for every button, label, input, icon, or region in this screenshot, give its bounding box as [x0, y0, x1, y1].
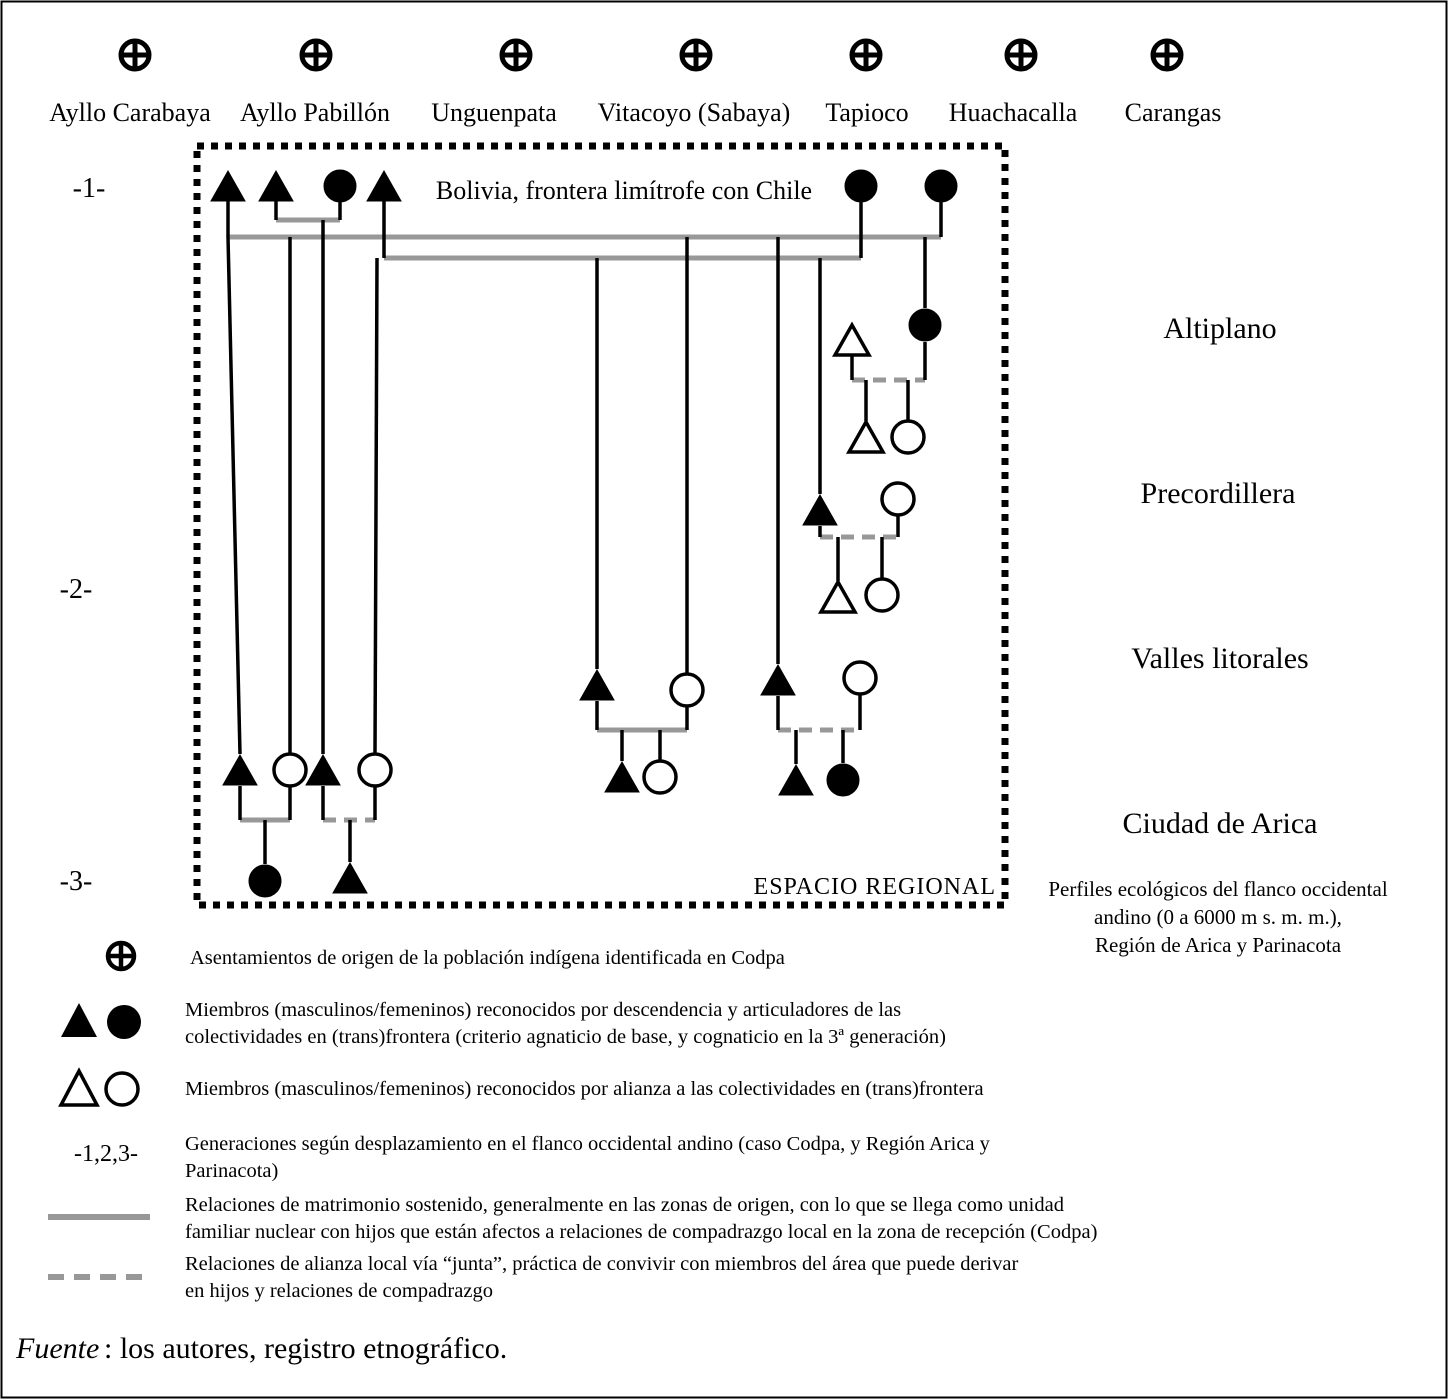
bolivia-caption: Bolivia, frontera limítrofe con Chile: [436, 176, 812, 205]
male-descent-symbol: [366, 169, 402, 202]
generation-label-2: -2-: [60, 574, 93, 605]
female-descent-symbol: [844, 169, 878, 203]
settlement-label: Carangas: [1125, 98, 1222, 127]
zone-label-valles-litorales: Valles litorales: [1131, 642, 1308, 675]
female-alliance-symbol: [890, 419, 926, 455]
female-alliance-symbol: [642, 759, 678, 795]
origin-settlement-icon: [299, 38, 333, 72]
fuente-label: Fuente: [15, 1332, 99, 1365]
legend-text: familiar nuclear con hijos que están afe…: [185, 1221, 1097, 1243]
settlement-label: Ayllo Carabaya: [49, 98, 211, 127]
female-descent-symbol: [826, 763, 860, 797]
settlement-label: Vitacoyo (Sabaya): [598, 98, 791, 127]
perfil-caption-line: Perfiles ecológicos del flanco occidenta…: [1048, 877, 1388, 901]
espacio-regional-label: ESPACIO REGIONAL: [754, 874, 996, 900]
perfil-caption-line: Región de Arica y Parinacota: [1095, 933, 1342, 957]
origin-settlement-icon: [1004, 38, 1038, 72]
legend-generation-mark: -1,2,3-: [74, 1141, 138, 1167]
origin-settlement-icon: [499, 38, 533, 72]
female-alliance-symbol: [357, 752, 393, 788]
male-descent-symbol: [305, 753, 341, 786]
legend-text: Miembros (masculinos/femeninos) reconoci…: [185, 999, 901, 1021]
legend-origin-icon: [105, 940, 137, 972]
settlement-label: Tapioco: [825, 98, 908, 127]
female-descent-symbol: [323, 169, 357, 203]
settlements-row: Ayllo Carabaya Ayllo Pabillón Unguenpata Vi…: [49, 38, 1222, 127]
female-alliance-symbol: [272, 752, 308, 788]
male-descent-symbol: [778, 763, 814, 796]
female-alliance-symbol: [864, 577, 900, 613]
female-alliance-symbol: [669, 672, 705, 708]
legend-male-alliance-icon: [58, 1067, 100, 1107]
legend-text: en hijos y relaciones de compadrazgo: [185, 1280, 493, 1302]
male-descent-symbol: [258, 169, 294, 202]
female-descent-symbol: [908, 308, 942, 342]
settlement-label: Ayllo Pabillón: [240, 98, 390, 127]
male-alliance-symbol: [845, 418, 887, 454]
zone-label-precordillera: Precordillera: [1141, 477, 1296, 510]
male-descent-symbol: [604, 760, 640, 793]
generation-label-1: -1-: [73, 173, 106, 204]
male-descent-symbol: [802, 493, 838, 526]
male-descent-symbol: [222, 753, 258, 786]
descent-line: [373, 257, 379, 755]
legend-text: Generaciones según desplazamiento en el …: [185, 1133, 991, 1155]
legend: Asentamientos de origen de la población …: [48, 940, 1097, 1302]
female-alliance-symbol: [842, 660, 878, 696]
female-descent-symbol: [248, 864, 282, 898]
origin-settlement-icon: [679, 38, 713, 72]
legend-text: Relaciones de matrimonio sostenido, gene…: [185, 1194, 1064, 1216]
legend-text: Miembros (masculinos/femeninos) reconoci…: [185, 1078, 984, 1100]
legend-female-alliance-icon: [104, 1071, 140, 1107]
perfil-caption-line: andino (0 a 6000 m s. m. m.),: [1094, 905, 1342, 929]
descent-line: [226, 236, 242, 755]
fuente-text: : los autores, registro etnográfico.: [104, 1332, 507, 1365]
male-alliance-symbol: [831, 321, 873, 357]
origin-settlement-icon: [118, 38, 152, 72]
male-descent-symbol: [760, 663, 796, 696]
male-descent-symbol: [332, 861, 368, 894]
kinship-edges: [226, 200, 943, 864]
kinship-nodes: [210, 169, 958, 898]
male-descent-symbol: [210, 169, 246, 202]
generation-label-3: -3-: [60, 866, 93, 897]
settlement-label: Huachacalla: [949, 98, 1078, 127]
settlement-label: Unguenpata: [431, 98, 557, 127]
zone-label-ciudad-de-arica: Ciudad de Arica: [1123, 807, 1318, 840]
origin-settlement-icon: [849, 38, 883, 72]
male-descent-symbol: [579, 668, 615, 701]
zone-label-altiplano: Altiplano: [1163, 312, 1276, 345]
legend-text: Relaciones de alianza local vía “junta”,…: [185, 1253, 1018, 1275]
female-alliance-symbol: [880, 481, 916, 517]
legend-text: Parinacota): [185, 1160, 278, 1182]
origin-settlement-icon: [1150, 38, 1184, 72]
female-descent-symbol: [924, 169, 958, 203]
legend-text: colectividades en (trans)frontera (crite…: [185, 1026, 946, 1048]
male-alliance-symbol: [817, 578, 859, 614]
legend-male-descent-icon: [61, 1003, 97, 1037]
legend-female-descent-icon: [107, 1005, 141, 1039]
legend-text: Asentamientos de origen de la población …: [190, 947, 785, 969]
